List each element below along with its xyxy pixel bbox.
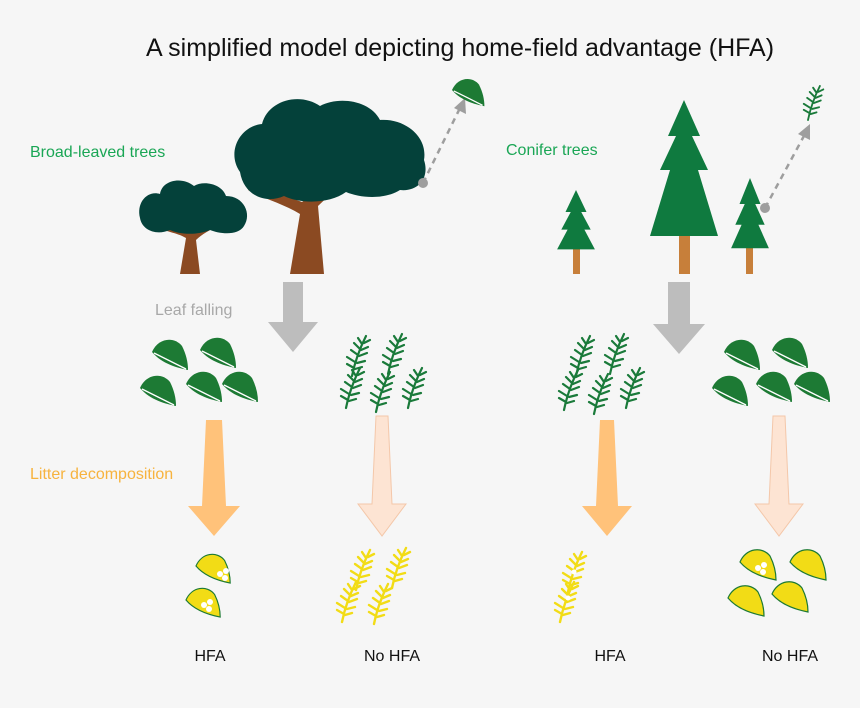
label-leaf-falling: Leaf falling <box>155 302 233 319</box>
outcome-conifer-hfa: HFA <box>594 648 626 665</box>
decomposition-arrow-broadleaf-no-hfa <box>357 415 407 537</box>
conifer-litter-fresh <box>557 332 646 416</box>
decomposition-arrow-conifer-hfa <box>582 420 632 536</box>
conifer-litter-decomposed-hfa <box>553 550 588 624</box>
broadleaf-litter-decomposed-hfa <box>185 553 231 618</box>
broadleaf-leaf-detach-arrow <box>418 78 486 188</box>
large-broadleaf-tree <box>234 99 426 274</box>
broadleaf-litter-decomposed-no-hfa <box>727 549 827 617</box>
decomposition-arrow-conifer-no-hfa <box>754 415 804 537</box>
small-broadleaf-tree <box>139 180 248 274</box>
conifer-needle-detach-arrow <box>760 85 825 213</box>
label-broad-leaved-trees: Broad-leaved trees <box>30 144 166 161</box>
label-litter-decomposition: Litter decomposition <box>30 466 174 483</box>
outcome-broadleaf-no-hfa: No HFA <box>363 648 420 665</box>
outcome-broadleaf-hfa: HFA <box>194 648 226 665</box>
conifer-litter-decomposed-no-hfa <box>335 546 412 626</box>
broadleaf-litter-fresh-under-conifer <box>711 337 831 407</box>
conifer-trees-group <box>557 100 769 274</box>
leaf-falling-arrow-broadleaf <box>268 282 318 352</box>
label-conifer-trees: Conifer trees <box>506 142 598 159</box>
diagram-title: A simplified model depicting home-field … <box>145 34 775 62</box>
broadleaf-litter-fresh <box>139 337 259 407</box>
decomposition-arrow-broadleaf-hfa <box>188 420 240 536</box>
conifer-litter-fresh-under-broadleaf <box>339 332 428 414</box>
leaf-falling-arrow-conifer <box>653 282 705 354</box>
outcome-conifer-no-hfa: No HFA <box>761 648 818 665</box>
